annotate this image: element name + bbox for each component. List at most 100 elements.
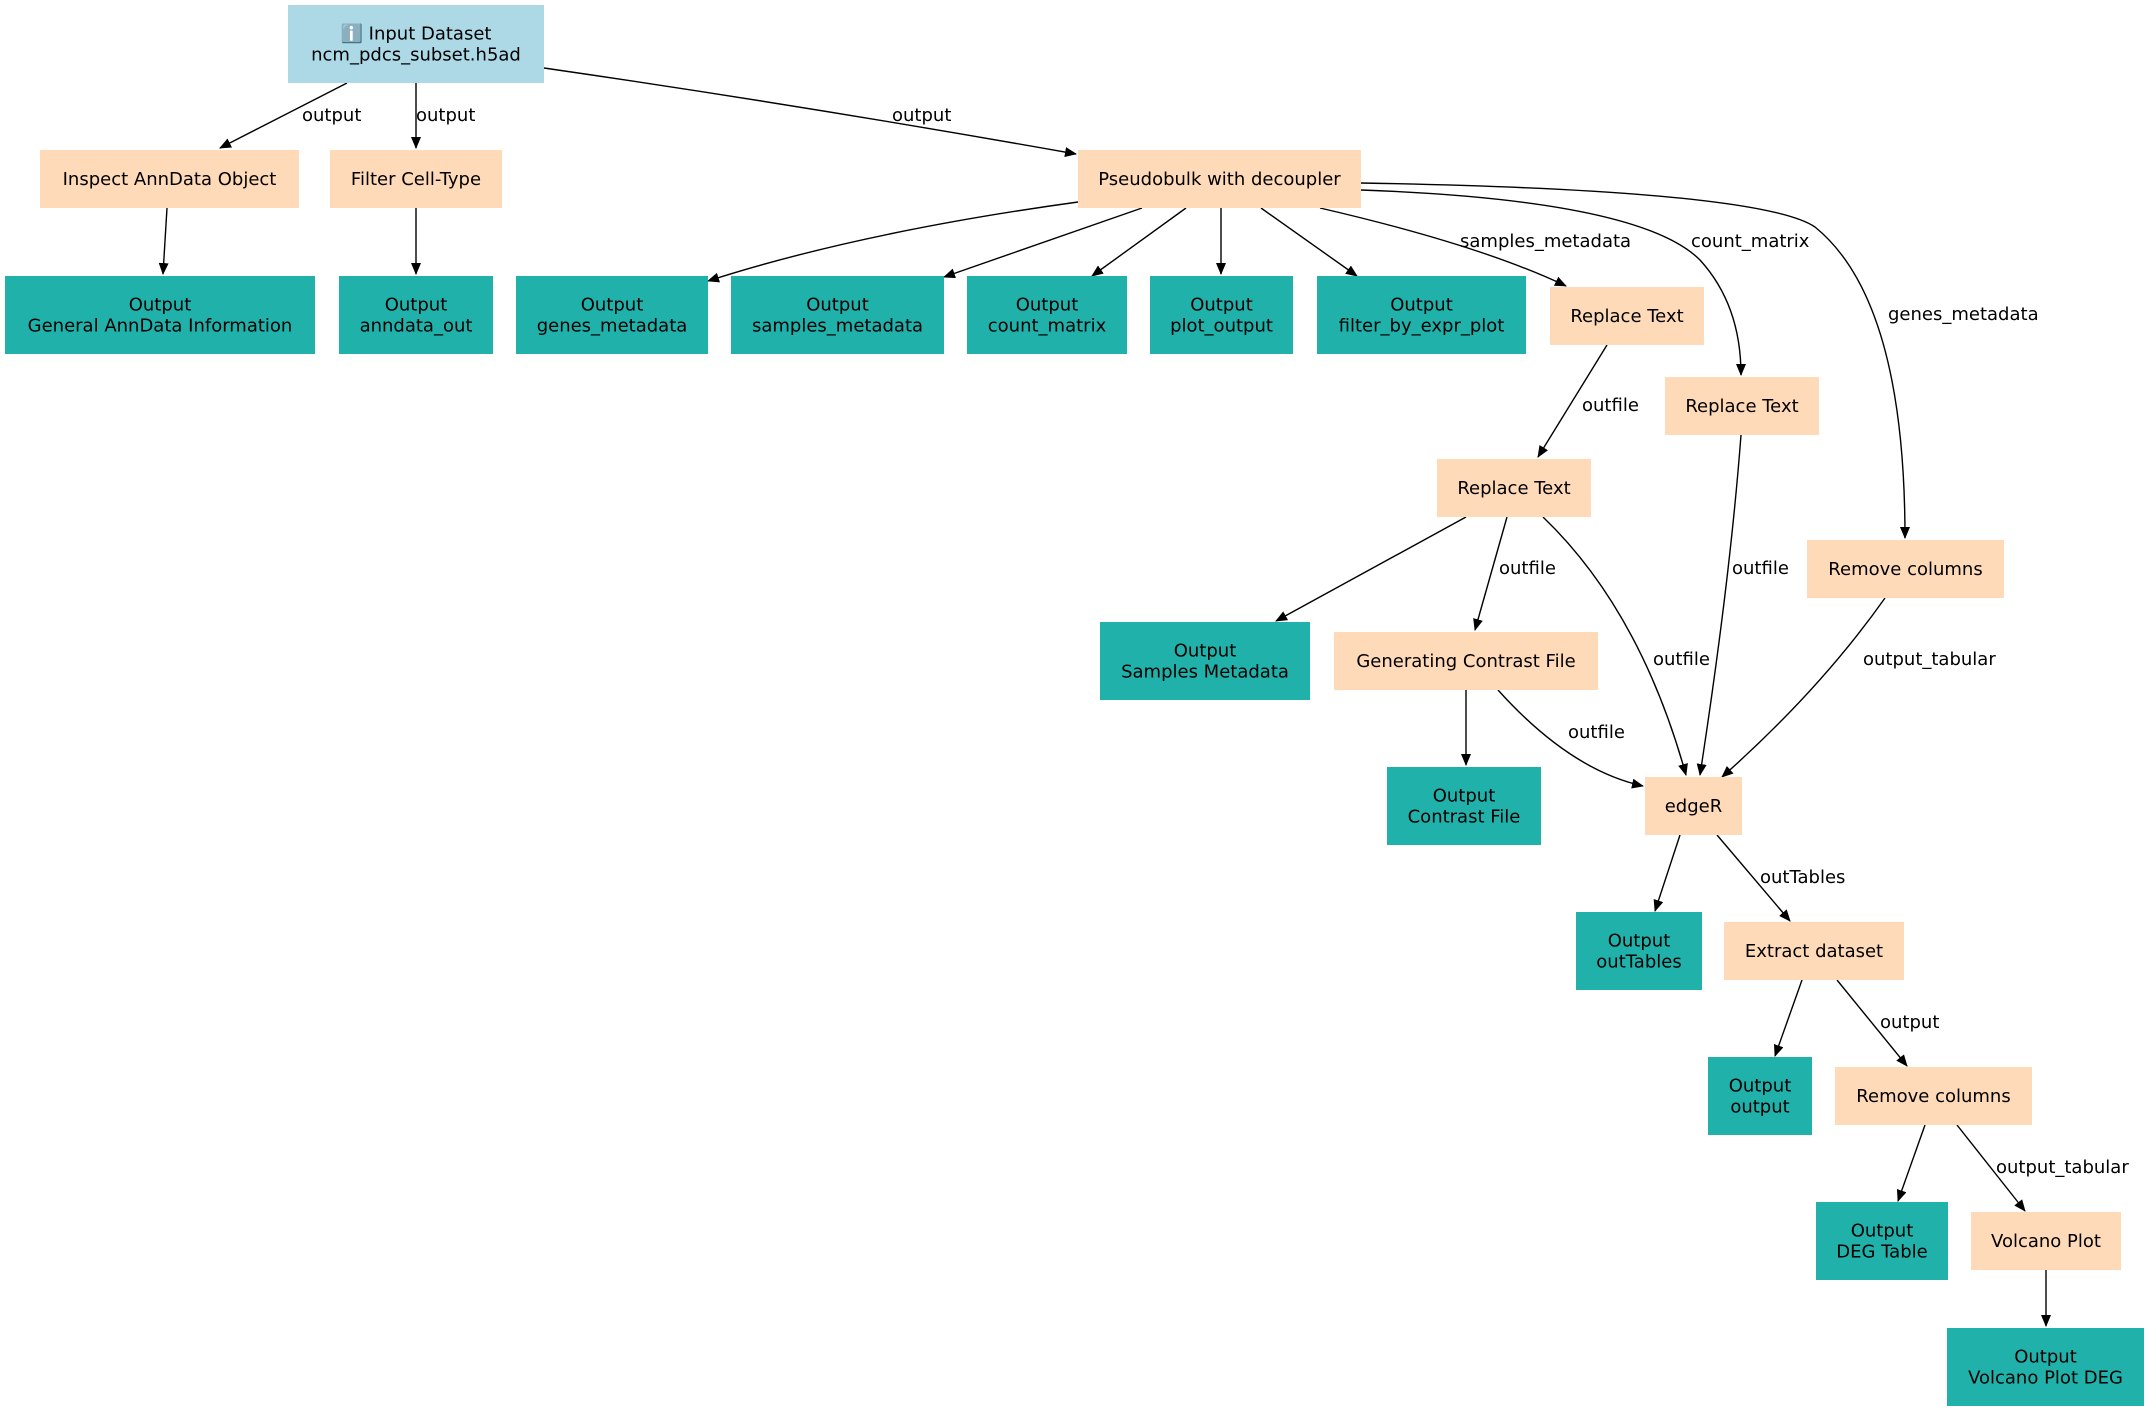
node-generating-contrast[interactable]: Generating Contrast File [1334, 632, 1598, 690]
edge-arrow [1537, 344, 1608, 458]
node-title: Output [1390, 295, 1453, 316]
node-box [1816, 1202, 1948, 1280]
node-subtitle: outTables [1596, 952, 1681, 973]
edge-arrow [1360, 189, 1746, 376]
edge-generating_contrast-to-edger: outfile [1497, 689, 1644, 789]
node-inspect-anndata[interactable]: Inspect AnnData Object [40, 150, 299, 208]
node-filter-celltype[interactable]: Filter Cell-Type [330, 150, 502, 208]
edge-label: samples_metadata [1460, 231, 1631, 252]
edge-label: output [892, 105, 951, 126]
node-replace-text-2[interactable]: Replace Text [1665, 377, 1819, 435]
nodes-layer: ℹ️ Input Datasetncm_pdcs_subset.h5adInsp… [5, 5, 2144, 1406]
node-pseudobulk[interactable]: Pseudobulk with decoupler [1078, 150, 1361, 208]
node-title: Extract dataset [1745, 941, 1883, 962]
edge-arrow [1360, 182, 1910, 539]
node-box [1665, 377, 1819, 435]
node-title: Replace Text [1570, 306, 1683, 327]
edge-remove_columns_2-to-volcano_plot: output_tabular [1956, 1124, 2129, 1212]
node-title: Remove columns [1828, 559, 1982, 580]
edge-arrow [1721, 597, 1886, 778]
node-title: Replace Text [1457, 478, 1570, 499]
node-box [1724, 922, 1904, 980]
node-subtitle: samples_metadata [752, 316, 923, 337]
edge-pseudobulk-to-out_genes_metadata [707, 201, 1079, 283]
node-box [1437, 459, 1591, 517]
node-extract-dataset[interactable]: Extract dataset [1724, 922, 1904, 980]
edge-label: outTables [1760, 867, 1845, 888]
edge-extract_dataset-to-out_output [1773, 979, 1803, 1057]
edge-label: output [416, 105, 475, 126]
edge-pseudobulk-to-remove_columns_1: genes_metadata [1360, 182, 2039, 539]
node-edger[interactable]: edgeR [1645, 777, 1742, 835]
edge-arrow [1696, 434, 1742, 776]
edge-arrow [158, 207, 169, 275]
edge-edger-to-out_outtables [1653, 834, 1681, 912]
edge-arrow [707, 201, 1079, 283]
edge-label: output_tabular [1996, 1157, 2129, 1178]
node-title: Output [1016, 295, 1079, 316]
edge-pseudobulk-to-replace_text_2: count_matrix [1360, 189, 1810, 376]
edge-replace_text_3-to-generating_contrast: outfile [1473, 516, 1556, 631]
node-title: Output [1174, 641, 1237, 662]
node-title: edgeR [1665, 796, 1723, 817]
node-volcano-plot[interactable]: Volcano Plot [1971, 1212, 2121, 1270]
edge-label: outfile [1653, 649, 1710, 670]
node-subtitle: plot_output [1170, 316, 1273, 337]
node-replace-text-3[interactable]: Replace Text [1437, 459, 1591, 517]
edge-label: outfile [1732, 558, 1789, 579]
edge-label: output [302, 105, 361, 126]
node-box [967, 276, 1127, 354]
edge-arrow [1653, 834, 1681, 912]
edge-replace_text_2-to-edger: outfile [1696, 434, 1789, 776]
node-box [1317, 276, 1526, 354]
edge-label: outfile [1568, 722, 1625, 743]
node-remove-columns-2[interactable]: Remove columns [1835, 1067, 2032, 1125]
edge-arrow [943, 207, 1143, 279]
edge-label: output [1880, 1012, 1939, 1033]
edge-arrow [219, 82, 348, 149]
edge-arrow [1319, 207, 1567, 287]
node-title: Output [2014, 1347, 2077, 1368]
node-title: Filter Cell-Type [351, 169, 481, 190]
edge-input_dataset-to-filter_celltype: output [411, 83, 475, 149]
edge-arrow [1497, 689, 1644, 789]
node-subtitle: General AnnData Information [28, 316, 293, 337]
edge-input_dataset-to-inspect_anndata: output [219, 82, 361, 149]
node-title: Output [1851, 1221, 1914, 1242]
node-subtitle: Samples Metadata [1121, 662, 1289, 683]
node-subtitle: filter_by_expr_plot [1339, 316, 1505, 337]
edge-arrow [543, 67, 1077, 158]
node-title: Output [1729, 1076, 1792, 1097]
node-subtitle: DEG Table [1836, 1242, 1927, 1263]
node-replace-text-1[interactable]: Replace Text [1550, 287, 1704, 345]
node-remove-columns-1[interactable]: Remove columns [1807, 540, 2004, 598]
node-title: Output [581, 295, 644, 316]
node-title: Inspect AnnData Object [63, 169, 277, 190]
edge-pseudobulk-to-replace_text_1: samples_metadata [1319, 207, 1631, 287]
edge-arrow [1542, 516, 1688, 776]
node-box [1100, 622, 1310, 700]
edge-arrow [1896, 1124, 1926, 1202]
edge-arrow [1275, 516, 1467, 622]
node-box [1387, 767, 1541, 845]
node-box [5, 276, 315, 354]
node-box [40, 150, 299, 208]
node-title: Generating Contrast File [1356, 651, 1575, 672]
edge-pseudobulk-to-out_count_matrix [1091, 207, 1187, 277]
edge-arrow [1836, 979, 1908, 1067]
